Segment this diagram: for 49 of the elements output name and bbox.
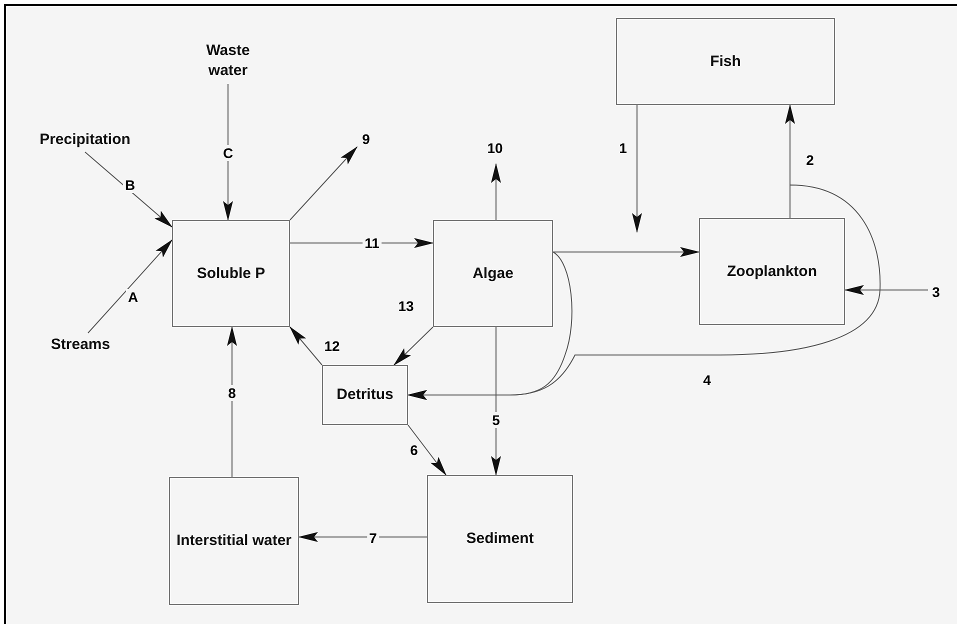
flow-arrow	[407, 252, 572, 400]
flow-arrow	[298, 532, 428, 542]
compartment-name: Interstitial water	[175, 531, 293, 551]
edge-label: 10	[485, 140, 505, 156]
compartment-name: Fish	[709, 52, 742, 72]
flow-arrow	[88, 239, 173, 334]
source-label: Precipitation	[38, 130, 132, 150]
compartment-name: Zooplankton	[726, 262, 818, 282]
edge-label: 5	[490, 412, 502, 428]
flow-arrow	[289, 326, 322, 366]
flow-arrow	[227, 326, 237, 478]
flow-arrow	[491, 326, 501, 476]
edge-label: A	[126, 289, 140, 305]
edge-label: 7	[367, 530, 379, 546]
compartment-box	[427, 475, 573, 603]
flow-arrow	[393, 326, 434, 366]
compartment-name: Sediment	[465, 529, 535, 549]
edge-label: 3	[930, 284, 942, 300]
edge-label: C	[220, 145, 236, 161]
compartment-box	[322, 365, 408, 425]
compartment-box	[172, 220, 290, 327]
edge-label: 2	[804, 152, 816, 168]
flow-arrow	[408, 424, 447, 476]
flow-arrow	[844, 285, 928, 295]
compartment-box	[433, 220, 553, 327]
edge-label: 4	[701, 372, 713, 388]
edge-label: 12	[322, 338, 342, 354]
compartment-box	[169, 477, 299, 605]
compartment-name: Soluble P	[196, 264, 266, 284]
compartment-box	[616, 18, 835, 105]
flow-arrow	[552, 247, 700, 257]
edge-label: 1	[617, 140, 629, 156]
flow-arrow	[632, 104, 642, 233]
edge-label: B	[122, 177, 138, 193]
source-label: Waste water	[205, 41, 251, 81]
compartment-box	[699, 218, 845, 325]
edge-label: 13	[396, 298, 416, 314]
edge-label: 6	[408, 442, 420, 458]
edge-label: 8	[226, 385, 238, 401]
flow-arrow	[223, 84, 233, 221]
flow-arrow	[491, 163, 501, 220]
compartment-name: Algae	[472, 264, 514, 284]
flow-arrow	[290, 146, 358, 220]
flow-arrow	[84, 152, 173, 228]
source-label: Streams	[50, 335, 112, 355]
edge-label: 9	[360, 131, 372, 147]
edge-label: 11	[362, 235, 382, 251]
flow-arrow	[290, 238, 434, 248]
compartment-name: Detritus	[336, 385, 394, 405]
